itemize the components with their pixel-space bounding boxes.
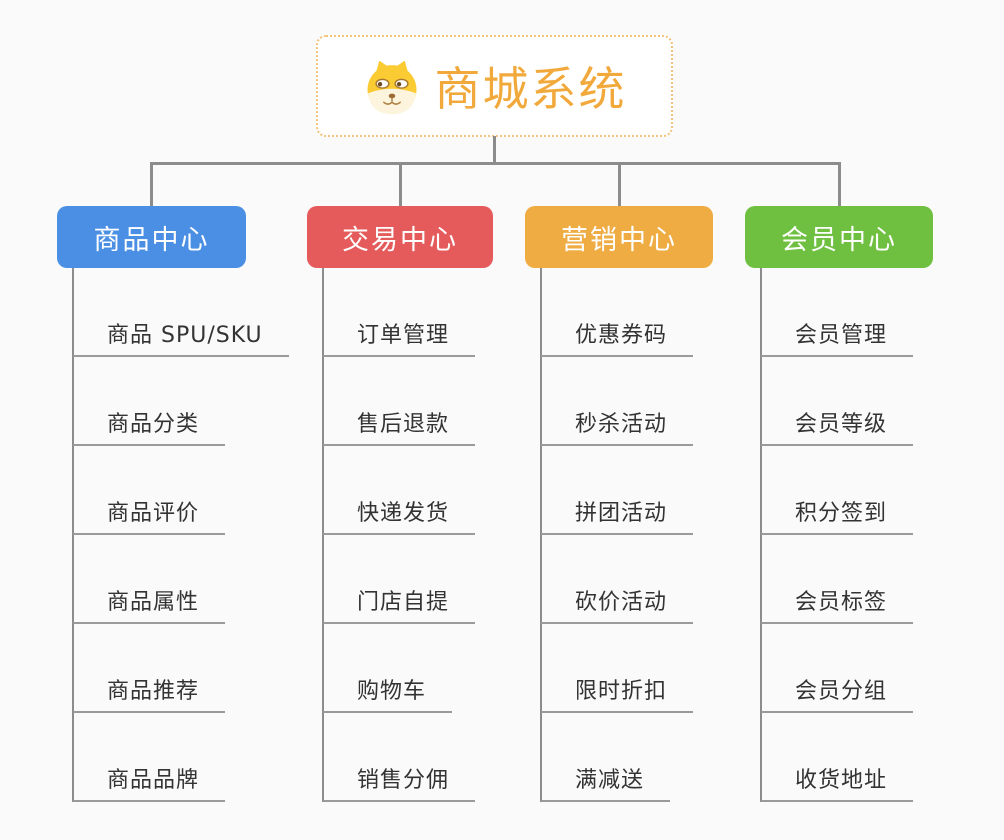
leaf-item[interactable]: 会员标签: [761, 588, 914, 624]
leaf-item[interactable]: 满减送: [541, 766, 671, 802]
branch-spine-line: [72, 268, 74, 802]
branch-label: 营销中心: [561, 224, 677, 256]
leaf-item[interactable]: 商品品牌: [73, 766, 226, 802]
leaf-item[interactable]: 商品 SPU/SKU: [73, 321, 289, 357]
leaf-label: 满减送: [575, 768, 645, 793]
leaf-item[interactable]: 商品属性: [73, 588, 226, 624]
leaf-label: 商品评价: [107, 501, 200, 526]
leaf-item[interactable]: 门店自提: [323, 588, 476, 624]
leaf-item[interactable]: 会员管理: [761, 321, 914, 357]
leaf-label: 会员等级: [795, 412, 888, 437]
leaf-label: 砍价活动: [575, 590, 668, 615]
leaf-item[interactable]: 拼团活动: [541, 499, 694, 535]
leaf-label: 售后退款: [357, 412, 450, 437]
leaf-item[interactable]: 订单管理: [323, 321, 476, 357]
leaf-item[interactable]: 商品推荐: [73, 677, 226, 713]
leaf-label: 会员管理: [795, 323, 888, 348]
branch-spine-line: [322, 268, 324, 802]
leaf-label: 优惠券码: [575, 323, 668, 348]
leaf-label: 订单管理: [357, 323, 450, 348]
connector-branch-dropper: [399, 162, 402, 207]
leaf-label: 会员标签: [795, 590, 888, 615]
leaf-label: 商品分类: [107, 412, 200, 437]
branch-column: 营销中心 优惠券码秒杀活动拼团活动砍价活动限时折扣满减送: [525, 206, 805, 826]
leaf-item[interactable]: 快递发货: [323, 499, 476, 535]
leaf-label: 销售分佣: [357, 768, 450, 793]
leaf-item[interactable]: 限时折扣: [541, 677, 694, 713]
connector-horizontal-bar: [150, 162, 840, 165]
leaf-label: 秒杀活动: [575, 412, 668, 437]
leaf-item[interactable]: 商品评价: [73, 499, 226, 535]
leaf-label: 商品属性: [107, 590, 200, 615]
doge-icon: [363, 57, 421, 115]
connector-branch-dropper: [618, 162, 621, 207]
leaf-item[interactable]: 秒杀活动: [541, 410, 694, 446]
leaf-label: 门店自提: [357, 590, 450, 615]
leaf-label: 商品推荐: [107, 679, 200, 704]
leaf-label: 商品品牌: [107, 768, 200, 793]
leaf-label: 商品 SPU/SKU: [107, 323, 263, 348]
connector-branch-dropper: [150, 162, 153, 207]
leaf-item[interactable]: 优惠券码: [541, 321, 694, 357]
root-node[interactable]: 商城系统: [316, 35, 673, 137]
leaf-item[interactable]: 收货地址: [761, 766, 914, 802]
branch-spine-line: [760, 268, 762, 802]
branch-column: 会员中心 会员管理会员等级积分签到会员标签会员分组收货地址: [745, 206, 1004, 826]
leaf-item[interactable]: 商品分类: [73, 410, 226, 446]
branch-label: 商品中心: [93, 224, 210, 256]
root-title: 商城系统: [434, 62, 627, 116]
leaf-label: 快递发货: [357, 501, 450, 526]
connector-branch-dropper: [838, 162, 841, 207]
leaf-item[interactable]: 会员等级: [761, 410, 914, 446]
leaf-item[interactable]: 积分签到: [761, 499, 914, 535]
leaf-label: 购物车: [357, 679, 427, 704]
leaf-item[interactable]: 砍价活动: [541, 588, 694, 624]
leaf-item[interactable]: 会员分组: [761, 677, 914, 713]
branch-spine-line: [540, 268, 542, 802]
leaf-label: 会员分组: [795, 679, 888, 704]
leaf-label: 限时折扣: [575, 679, 668, 704]
leaf-item[interactable]: 购物车: [323, 677, 453, 713]
leaf-label: 积分签到: [795, 501, 888, 526]
leaf-item[interactable]: 售后退款: [323, 410, 476, 446]
leaf-label: 拼团活动: [575, 501, 668, 526]
branch-header-4[interactable]: 会员中心: [745, 206, 933, 268]
branch-header-3[interactable]: 营销中心: [525, 206, 713, 268]
connector-root-stem: [493, 136, 496, 162]
branch-header-1[interactable]: 商品中心: [57, 206, 246, 268]
branch-column: 商品中心 商品 SPU/SKU 商品分类商品评价商品属性商品推荐商品品牌: [57, 206, 337, 826]
branch-label: 交易中心: [342, 224, 458, 256]
branch-label: 会员中心: [781, 224, 897, 256]
branch-column: 交易中心 订单管理售后退款快递发货门店自提购物车销售分佣: [307, 206, 587, 826]
branch-header-2[interactable]: 交易中心: [307, 206, 493, 268]
leaf-item[interactable]: 销售分佣: [323, 766, 476, 802]
leaf-label: 收货地址: [795, 768, 888, 793]
